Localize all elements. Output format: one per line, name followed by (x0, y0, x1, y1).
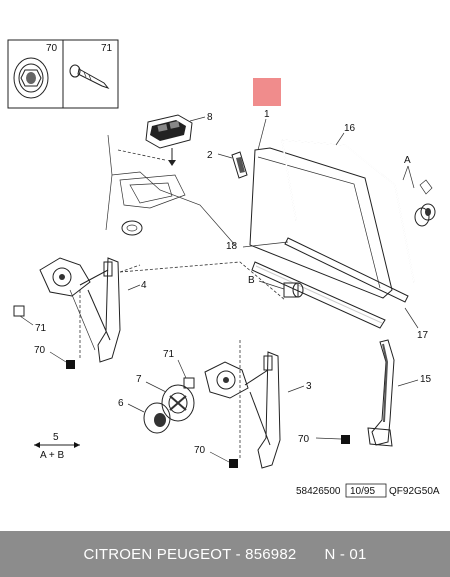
inset-box: 70 71 (7, 39, 119, 109)
callout-70-b: 70 (194, 445, 206, 456)
callout-B: B (248, 275, 255, 286)
door-panel (105, 134, 236, 246)
parts-diagram: 70 71 8 (7, 39, 440, 498)
guide-rail (367, 339, 395, 447)
callout-17: 17 (417, 330, 429, 341)
legend-letters: A + B (40, 450, 65, 461)
callout-18: 18 (226, 241, 238, 252)
inset-label-71: 71 (101, 43, 113, 54)
callout-8: 8 (207, 112, 213, 123)
callout-6: 6 (118, 398, 124, 409)
window-switch (145, 114, 193, 166)
highlight-marker (253, 78, 281, 106)
callout-4: 4 (141, 280, 147, 291)
callout-15: 15 (420, 374, 432, 385)
bushing-a (414, 179, 436, 227)
callout-16: 16 (344, 123, 356, 134)
reference-line: 58426500 10/95 QF92G50A (296, 483, 440, 498)
ref-date: 10/95 (350, 486, 375, 497)
ref-code: 58426500 (296, 486, 341, 497)
window-regulator-right (204, 351, 281, 469)
cover-disc (143, 402, 171, 434)
inset-label-70: 70 (46, 43, 58, 54)
footer-brand: CITROEN PEUGEOT - 856982 (83, 545, 297, 563)
callout-71-a: 71 (35, 323, 47, 334)
rivet-icon (69, 64, 110, 90)
footer-bar: CITROEN PEUGEOT - 856982 N - 01 (0, 531, 450, 577)
legend: 5 A + B (34, 432, 80, 461)
callout-1: 1 (264, 109, 270, 120)
legend-number: 5 (53, 432, 59, 443)
callout-A: A (404, 155, 411, 166)
window-regulator-left (39, 257, 121, 363)
bushing-b (283, 282, 304, 298)
window-glass (249, 147, 393, 299)
nut-clip-icon (13, 57, 49, 99)
exploded-view: 70 71 8 (7, 39, 440, 498)
callout-70-a: 70 (34, 345, 46, 356)
callout-2: 2 (207, 150, 213, 161)
callout-71-b: 71 (163, 349, 175, 360)
callout-3: 3 (306, 381, 312, 392)
lower-seal-strip (251, 261, 386, 329)
callout-70-c: 70 (298, 434, 310, 445)
callout-7: 7 (136, 374, 142, 385)
drive-gear (161, 384, 195, 422)
footer-page: N - 01 (324, 545, 367, 563)
ref-id: QF92G50A (389, 486, 440, 497)
glass-clip (231, 151, 248, 179)
window-seal (281, 139, 415, 283)
